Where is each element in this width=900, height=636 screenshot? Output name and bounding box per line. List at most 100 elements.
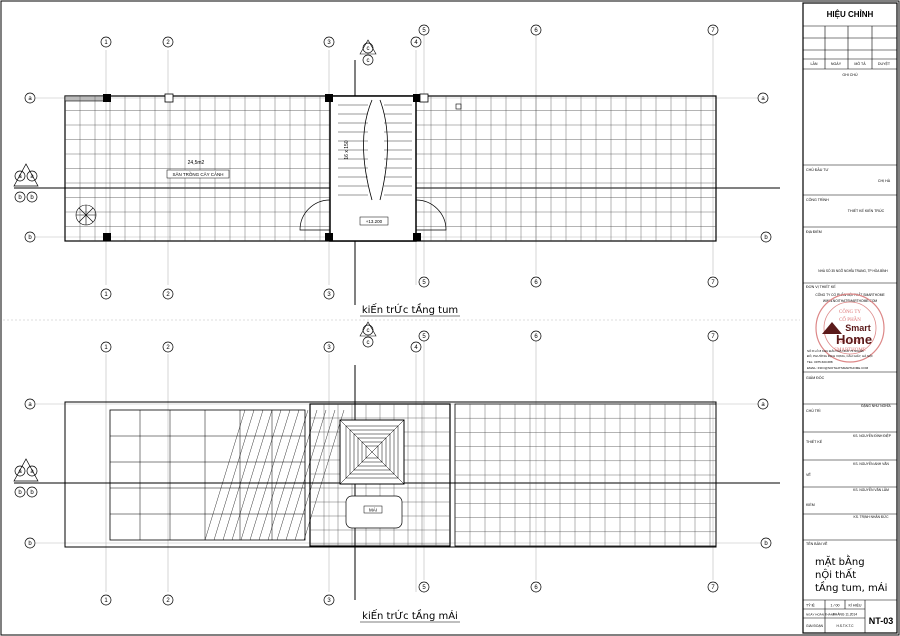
owner-label: CHỦ ĐẦU TƯ — [806, 167, 829, 172]
axis-bubble-bot-3 — [323, 341, 335, 353]
axis-label-top-1: 1 — [104, 40, 108, 46]
axis-bubble-bot-bottom-2 — [162, 594, 174, 606]
top-left-tile-grid — [65, 96, 330, 241]
designer-unit-label: ĐƠN VỊ THIẾT KẾ — [806, 284, 836, 289]
axis-label-top-b-right: b — [764, 235, 768, 241]
axis-bubble-bot-bottom-1 — [100, 594, 112, 606]
axis-label-bot-b-left: b — [28, 541, 32, 547]
design-name: KS. NGUYỄN ANH VĂN — [853, 461, 889, 466]
axis-bubble-top-bottom-6 — [530, 276, 542, 288]
stamp-line-3: NỘI THẤT — [838, 339, 861, 345]
room-area: 24,5m2 — [188, 160, 205, 166]
axis-label-top-a-left: a — [28, 96, 32, 102]
axis-bubble-top-bottom-7 — [707, 276, 719, 288]
axis-label-bot-2: 2 — [166, 345, 170, 351]
chair-label: CHỦ TRÌ — [806, 408, 821, 413]
axis-label-top-bottom-7: 7 — [711, 280, 715, 286]
revision-note: GHI CHÚ — [842, 72, 858, 77]
drawing-title-3: tẦng tum, mÁi — [815, 580, 887, 594]
section-mark-label-2: c — [367, 328, 370, 334]
axis-bubble-top-a-right — [757, 92, 769, 104]
axis-bubble-top-a-left — [24, 92, 36, 104]
top-column-light-2 — [419, 93, 429, 103]
top-floor-plan: 24,5m2 SÂN TRỒNG CÂY CẢNH 16 x 150 +13.2… — [14, 35, 780, 317]
axis-label-top-2: 2 — [166, 40, 170, 46]
axis-bubble-top-3 — [323, 36, 335, 48]
company-address-4: EMAIL: INFO@NOITHATSMARTHOME.COM — [807, 366, 869, 370]
project-value: THIẾT KẾ KIẾN TRÚC — [848, 208, 885, 213]
room-label: SÂN TRỒNG CÂY CẢNH — [172, 171, 223, 177]
level-label: +13.200 — [366, 219, 383, 224]
plan-bottom-title: kiẾn trỨc tẦng mÁi — [362, 608, 458, 622]
logo-house-icon — [822, 322, 842, 334]
bottom-vertical-axes — [105, 340, 714, 592]
axis-bubble-section-5 — [26, 465, 38, 477]
axis-label-bot-a-right: a — [761, 402, 765, 408]
company-address-1: SỐ 8 LÔ 8 KHU ĐẤU GIÁ NGÕ 76 NGHĨA — [807, 348, 864, 353]
hatch-label-box — [363, 505, 383, 514]
axis-label-bot-7: 7 — [711, 334, 715, 340]
rev-col-2: NGÀY — [831, 62, 842, 66]
section-mark-1 — [362, 54, 374, 66]
axis-label-bot-a-left: a — [28, 402, 32, 408]
date-label: NGÀY HOÀN THÀNH — [806, 613, 835, 617]
check-label: KIỂM — [806, 502, 815, 507]
axis-bubble-section-6 — [14, 486, 26, 498]
axis-label-top-7: 7 — [711, 28, 715, 34]
axis-bubble-top-bottom-2 — [162, 288, 174, 300]
axis-bubble-bot-4 — [410, 341, 422, 353]
location-label: ĐỊA ĐIỂM — [806, 229, 822, 234]
section-mark-label-3: c — [367, 340, 370, 346]
axis-label-bot-bottom-2: 2 — [166, 598, 170, 604]
stair-treads — [338, 104, 412, 196]
axis-bubble-top-bottom-1 — [100, 288, 112, 300]
stamp-line-2: CỔ PHẦN — [839, 317, 861, 323]
axis-bubble-bot-2 — [162, 341, 174, 353]
roof-left-grid — [110, 410, 305, 540]
symbol-label: KÍ HIỆU — [849, 603, 862, 608]
stamp-line-4: SMARTHOME — [834, 348, 866, 353]
axis-label-section-2: b — [18, 195, 22, 201]
location-value: NHÀ SỐ 35 NGÕ NGHĨA TRANG, TP HÒA BÌNH — [818, 268, 888, 273]
axis-label-section-0: a — [18, 174, 22, 180]
axis-label-section-1: a — [30, 174, 34, 180]
title-block — [803, 25, 897, 633]
axis-label-top-a-right: a — [761, 96, 765, 102]
axis-label-bot-1: 1 — [104, 345, 108, 351]
axis-bubble-bot-bottom-7 — [707, 581, 719, 593]
logo-smart: Smart — [845, 323, 871, 333]
phase-value: H.S.T.K.T.C — [836, 624, 854, 628]
section-mark-3 — [362, 336, 374, 348]
company-stamp: CÔNG TY CỔ PHẦN NỘI THẤT SMARTHOME — [815, 293, 885, 363]
section-mark-0 — [362, 42, 374, 54]
top-columns — [103, 94, 421, 241]
axis-bubble-top-6 — [530, 24, 542, 36]
stamp-line-1: CÔNG TY — [839, 309, 861, 315]
director-name: ĐẶNG NHƯ NGHĨA — [861, 403, 891, 408]
axis-label-section-6: b — [18, 490, 22, 496]
axis-bubble-section-0 — [14, 170, 26, 182]
project-label: CÔNG TRÌNH — [806, 197, 829, 202]
check-name: KS. TRỊNH NHÂN ĐỨC — [854, 515, 890, 519]
axis-bubble-top-b-left — [24, 231, 36, 243]
axis-label-bot-bottom-3: 3 — [327, 598, 331, 604]
plant-icon — [75, 204, 97, 226]
axis-bubble-bot-a-left — [24, 398, 36, 410]
rev-col-4: DUYỆT — [878, 61, 891, 66]
section-mark-label-0: c — [367, 46, 370, 52]
company-address-2: ĐÔ, PHƯỜNG DỊCH VỌNG, CẦU GIẤY, HÀ NỘI — [807, 353, 873, 358]
axis-label-bot-3: 3 — [327, 345, 331, 351]
axis-bubble-section-1 — [26, 170, 38, 182]
axis-bubble-section-7 — [26, 486, 38, 498]
top-right-tile-grid — [416, 96, 716, 241]
axis-label-section-4: a — [18, 469, 22, 475]
hatch-label: MÁI — [369, 507, 377, 513]
axis-label-top-bottom-6: 6 — [534, 280, 538, 286]
axis-bubble-top-bottom-5 — [418, 276, 430, 288]
axis-bubble-top-bottom-3 — [323, 288, 335, 300]
room-label-box — [166, 169, 230, 179]
door-swing-right — [415, 199, 447, 231]
axis-bubble-section-2 — [14, 191, 26, 203]
